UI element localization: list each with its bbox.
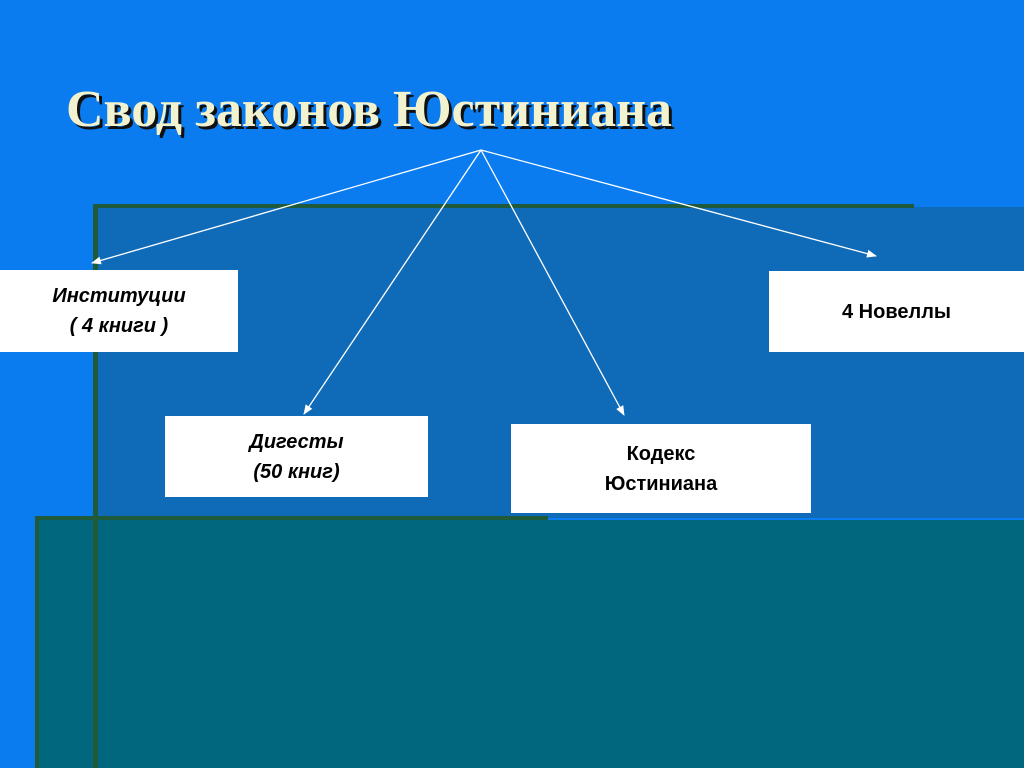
arrow-to-institutions	[91, 149, 482, 265]
box-digests: Дигесты (50 книг)	[165, 416, 428, 497]
box-novels: 4 Новеллы	[769, 271, 1024, 352]
panel-edge-line	[36, 516, 548, 520]
box-institutions: Институции ( 4 книги )	[0, 270, 238, 352]
codex-title: Кодекс	[626, 442, 696, 465]
slide-title: Свод законов Юстиниана	[66, 81, 673, 138]
institutions-subtitle: ( 4 книги )	[69, 315, 169, 337]
digests-subtitle: (50 книг)	[253, 460, 340, 483]
panel-edge-line	[35, 516, 39, 768]
arrow-to-novels	[480, 149, 877, 258]
panel-edge-line	[94, 204, 914, 208]
novels-title: 4 Новеллы	[842, 300, 951, 323]
digests-title: Дигесты	[249, 430, 344, 453]
institutions-title: Институции	[52, 285, 186, 307]
arrow-to-codex	[480, 149, 625, 416]
panel-edge-line	[93, 204, 98, 768]
box-codex: Кодекс Юстиниана	[511, 424, 811, 513]
codex-subtitle: Юстиниана	[604, 472, 718, 495]
background-lower-panel	[38, 520, 1024, 768]
arrow-to-digests	[303, 149, 482, 415]
